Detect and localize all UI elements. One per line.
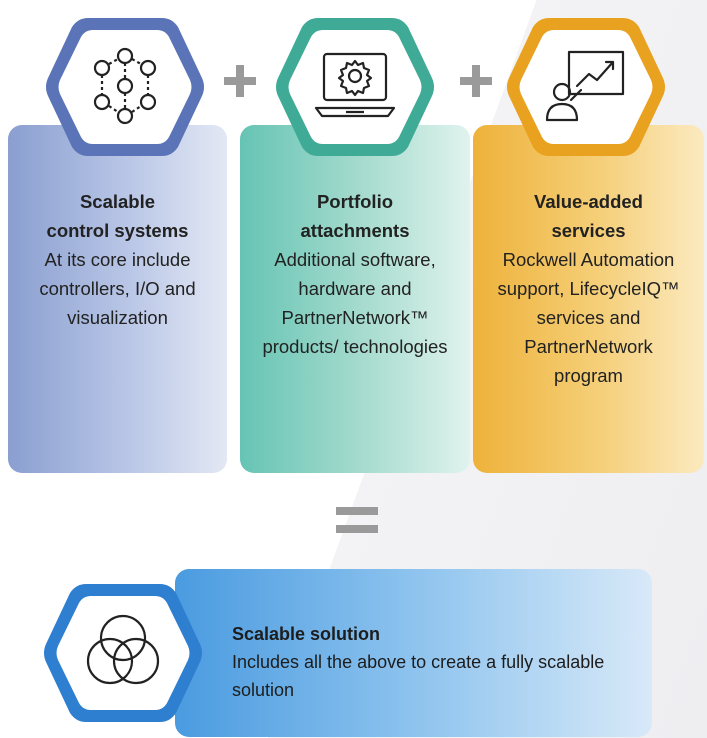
hexagon-portfolio-attachments bbox=[272, 12, 438, 162]
card-portfolio-attachments: Portfolio attachments Additional softwar… bbox=[240, 125, 470, 473]
hexagon-scalable-solution bbox=[40, 578, 206, 728]
card-body: Rockwell Automation support, LifecycleIQ… bbox=[497, 249, 680, 386]
card-title-line: Scalable bbox=[79, 191, 156, 212]
card-body: Additional software, hardware and Partne… bbox=[262, 249, 448, 357]
equals-icon bbox=[336, 505, 378, 542]
hexagon-control-systems bbox=[42, 12, 208, 162]
solution-body: Includes all the above to create a fully… bbox=[232, 652, 605, 700]
venn-circles-icon bbox=[86, 614, 160, 685]
hexagon-value-added-services bbox=[503, 12, 669, 162]
solution-text: Scalable solution Includes all the above… bbox=[232, 620, 652, 704]
card-title-line: Value-added bbox=[534, 191, 643, 212]
card-title-line: Portfolio bbox=[316, 191, 394, 212]
card-text: Portfolio attachments Additional softwar… bbox=[255, 187, 455, 361]
card-body: At its core include controllers, I/O and… bbox=[39, 249, 196, 328]
card-title-line: control systems bbox=[46, 220, 189, 241]
card-value-added-services: Value-added services Rockwell Automation… bbox=[473, 125, 704, 473]
plus-icon bbox=[458, 63, 494, 104]
presenter-chart-icon bbox=[545, 50, 625, 122]
card-title-line: services bbox=[551, 220, 626, 241]
card-control-systems: Scalable control systems At its core inc… bbox=[8, 125, 227, 473]
network-nodes-icon bbox=[93, 47, 157, 125]
card-text: Value-added services Rockwell Automation… bbox=[494, 187, 684, 390]
solution-title: Scalable solution bbox=[232, 624, 381, 644]
laptop-gear-icon bbox=[314, 52, 396, 118]
plus-icon bbox=[222, 63, 258, 104]
card-title-line: attachments bbox=[300, 220, 410, 241]
card-text: Scalable control systems At its core inc… bbox=[28, 187, 208, 332]
card-scalable-solution bbox=[175, 569, 652, 737]
